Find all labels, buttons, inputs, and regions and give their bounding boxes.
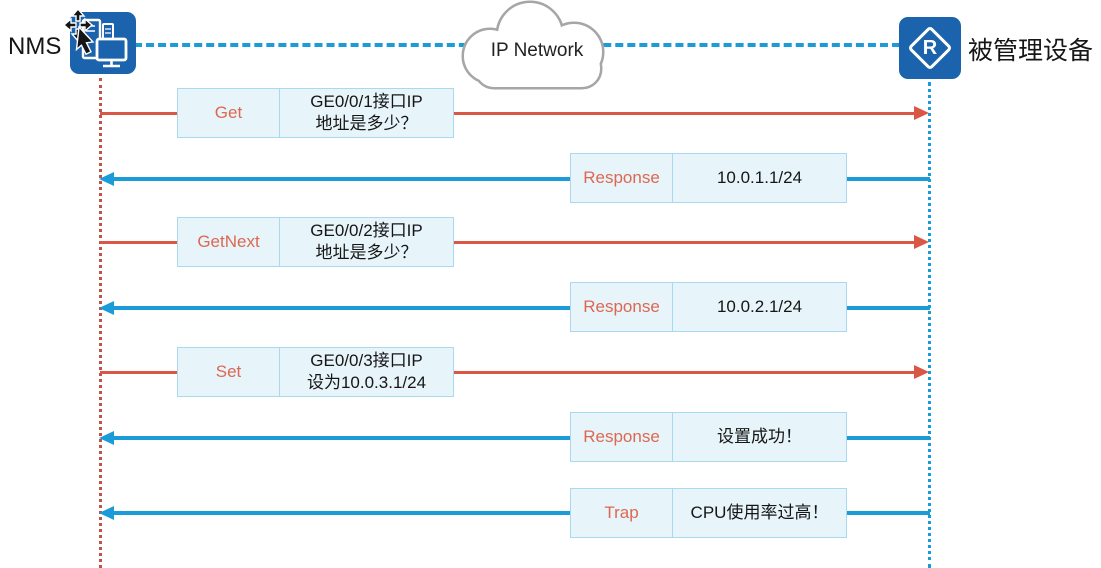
message-box-response1: Response 10.0.1.1/24 — [570, 153, 847, 203]
ip-network-cloud — [461, 0, 605, 90]
device-lifeline — [928, 82, 931, 568]
message-text: 10.0.2.1/24 — [716, 296, 803, 316]
response-line — [112, 436, 930, 440]
message-type-label: Response — [571, 154, 673, 202]
response-arrowhead — [99, 431, 114, 445]
ip-network-label: IP Network — [490, 40, 584, 61]
message-type-label: Trap — [571, 489, 673, 537]
response-line — [112, 177, 930, 181]
message-box-trap: Trap CPU使用率过高！ — [570, 488, 847, 538]
request-line — [100, 371, 918, 374]
request-arrowhead — [914, 235, 929, 249]
response-arrowhead — [99, 172, 114, 186]
trap-line — [112, 511, 930, 515]
request-arrowhead — [914, 106, 929, 120]
nms-server-icon — [62, 8, 136, 74]
managed-device-label: 被管理设备 — [968, 37, 1094, 65]
message-box-response2: Response 10.0.2.1/24 — [570, 282, 847, 332]
router-letter: R — [922, 36, 938, 59]
nms-label: NMS — [8, 33, 62, 60]
message-text: 设置成功！ — [717, 426, 802, 446]
nms-lifeline — [99, 78, 102, 568]
message-type-label: Get — [178, 89, 280, 137]
message-box-response3: Response 设置成功！ — [570, 412, 847, 462]
message-text: CPU使用率过高！ — [690, 502, 829, 522]
request-line — [100, 241, 918, 244]
request-arrowhead — [914, 365, 929, 379]
request-line — [100, 112, 918, 115]
trap-arrowhead — [99, 506, 114, 520]
move-cursor-icon — [62, 8, 95, 56]
message-type-label: Set — [178, 348, 280, 396]
response-line — [112, 306, 930, 310]
router-icon: R — [899, 17, 961, 79]
message-type-label: Response — [571, 413, 673, 461]
server-monitor-icon — [81, 18, 128, 68]
message-type-label: GetNext — [178, 218, 280, 266]
message-text: 10.0.1.1/24 — [716, 167, 803, 187]
message-type-label: Response — [571, 283, 673, 331]
response-arrowhead — [99, 301, 114, 315]
